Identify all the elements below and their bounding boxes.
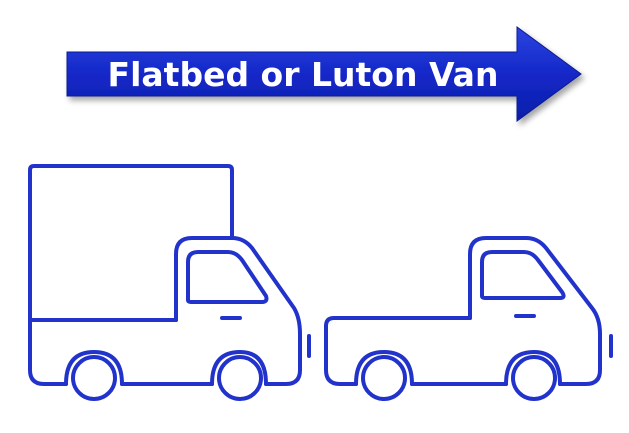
luton-cab-window — [186, 250, 269, 304]
arrow-shape — [66, 26, 582, 122]
banner-arrow: Flatbed or Luton Van — [66, 26, 582, 122]
flatbed-truck — [324, 236, 613, 401]
flatbed-cab — [468, 236, 602, 386]
flatbed-deck — [324, 316, 472, 328]
luton-box — [28, 164, 234, 322]
flatbed-front-wheel — [511, 355, 557, 401]
flatbed-front-arch — [504, 350, 562, 386]
flatbed-rear-wheel — [361, 355, 407, 401]
banner-label: Flatbed or Luton Van — [108, 55, 499, 94]
flatbed-cab-window — [480, 250, 566, 300]
luton-rear-arch — [64, 350, 124, 386]
luton-chassis — [28, 318, 68, 386]
luton-rear-wheel — [71, 355, 117, 401]
flatbed-chassis — [324, 324, 358, 386]
flatbed-rear-arch — [354, 350, 414, 386]
luton-front-wheel — [217, 355, 263, 401]
luton-cab — [174, 236, 302, 386]
luton-van — [28, 164, 311, 401]
luton-front-arch — [210, 350, 268, 386]
